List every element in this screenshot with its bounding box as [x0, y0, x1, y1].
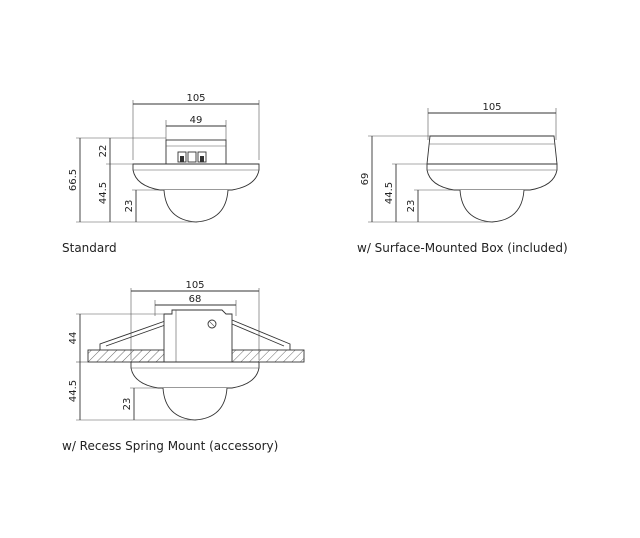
standard-height-body-label: 44.5	[98, 182, 109, 204]
standard-sensor-dome	[163, 189, 229, 223]
surface-flange	[426, 163, 558, 191]
surface-height-body-label: 44.5	[384, 182, 395, 204]
recess-housing	[163, 309, 233, 363]
surface-caption: w/ Surface-Mounted Box (included)	[357, 241, 568, 255]
surface-width-total-dimension: 105	[427, 102, 557, 140]
recess-height-dome-label: 23	[122, 398, 133, 411]
surface-height-total-label: 69	[360, 173, 371, 186]
standard-height-dome-label: 23	[124, 200, 135, 213]
standard-width-total-label: 105	[186, 93, 205, 104]
surface-mounted-view: 105 69 44.5 23 w/ Surface-Mounted Box (i…	[357, 102, 568, 255]
standard-flange	[132, 163, 260, 191]
surface-height-dome-label: 23	[406, 200, 417, 213]
standard-width-total-dimension: 105	[132, 93, 260, 160]
standard-width-top-dimension: 49	[165, 115, 227, 140]
standard-width-top-label: 49	[190, 115, 203, 126]
recess-width-top-dimension: 68	[154, 294, 237, 316]
recess-height-top-label: 44	[68, 332, 79, 345]
standard-top-housing	[165, 139, 227, 165]
surface-width-total-label: 105	[482, 102, 501, 113]
surface-mount-box	[426, 135, 558, 165]
recess-flange	[130, 361, 260, 389]
recess-height-body-label: 44.5	[68, 380, 79, 402]
recess-caption: w/ Recess Spring Mount (accessory)	[62, 439, 278, 453]
recess-width-total-dimension: 105	[130, 280, 260, 360]
surface-height-dimensions: 69 44.5 23	[360, 135, 492, 223]
ceiling-panel	[87, 349, 305, 363]
recess-mount-view: 105 68	[62, 280, 305, 453]
recess-width-top-label: 68	[189, 294, 202, 305]
recess-sensor-dome	[162, 387, 228, 421]
standard-view: 105 49 66.5	[62, 93, 260, 255]
surface-sensor-dome	[459, 189, 525, 223]
standard-height-dimensions: 66.5 22 44.5 23	[68, 137, 196, 223]
recess-width-total-label: 105	[185, 280, 204, 291]
standard-height-top-label: 22	[98, 145, 109, 158]
standard-caption: Standard	[62, 241, 117, 255]
recess-height-dimensions: 44 44.5 23	[68, 313, 195, 421]
recess-springs	[99, 319, 291, 350]
standard-height-total-label: 66.5	[68, 169, 79, 191]
